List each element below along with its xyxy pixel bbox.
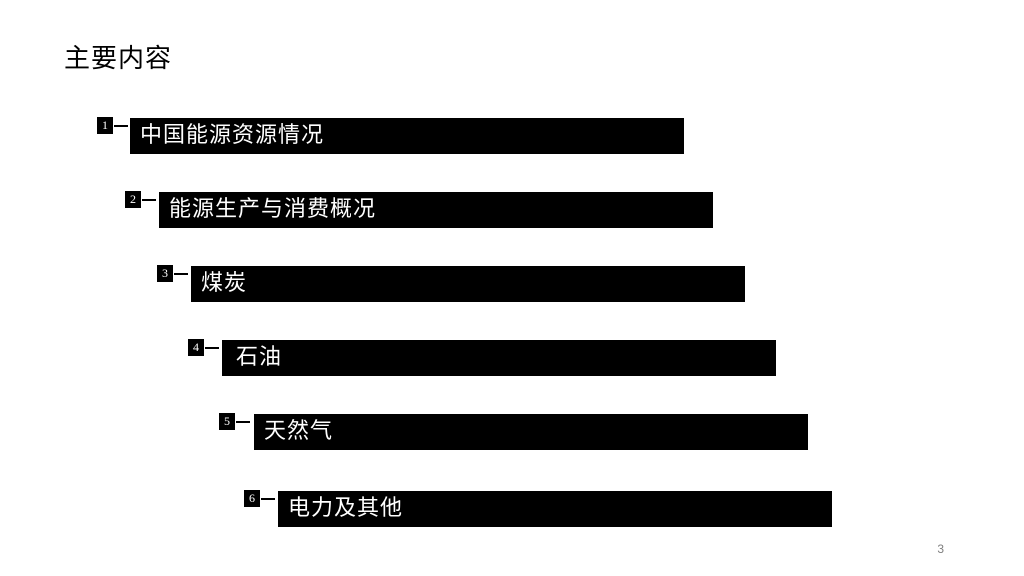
agenda-item-number: 1 [96, 116, 114, 135]
agenda-item-number: 3 [156, 264, 174, 283]
agenda-item-bar: 煤炭 [191, 266, 745, 302]
agenda-connector-line [174, 273, 188, 275]
agenda-connector-line [205, 347, 219, 349]
agenda-item-2: 2 能源生产与消费概况 [124, 190, 713, 230]
agenda-item-bar: 天然气 [254, 414, 808, 450]
agenda-item-1: 1 中国能源资源情况 [96, 116, 684, 156]
agenda-item-number: 5 [218, 412, 236, 431]
agenda-connector-line [261, 498, 275, 500]
agenda-item-label: 能源生产与消费概况 [169, 197, 377, 222]
agenda-item-number: 6 [243, 489, 261, 508]
agenda-item-label: 石油 [236, 345, 283, 370]
agenda-item-label: 天然气 [264, 419, 334, 444]
agenda-connector-line [236, 421, 250, 423]
agenda-item-6: 6 电力及其他 [243, 489, 832, 529]
agenda-item-4: 4 石油 [187, 338, 776, 378]
agenda-item-bar: 中国能源资源情况 [130, 118, 684, 154]
agenda-item-bar: 石油 [222, 340, 776, 376]
agenda-item-number: 4 [187, 338, 205, 357]
agenda-item-number: 2 [124, 190, 142, 209]
agenda-item-label: 中国能源资源情况 [140, 123, 325, 148]
agenda-connector-line [114, 125, 128, 127]
agenda-item-5: 5 天然气 [218, 412, 808, 452]
agenda-item-bar: 能源生产与消费概况 [159, 192, 713, 228]
agenda-item-label: 电力及其他 [288, 496, 404, 521]
page-number: 3 [937, 542, 944, 556]
agenda-item-3: 3 煤炭 [156, 264, 745, 304]
agenda-connector-line [142, 199, 156, 201]
slide-title: 主要内容 [64, 44, 173, 74]
agenda-item-bar: 电力及其他 [278, 491, 832, 527]
agenda-item-label: 煤炭 [201, 271, 248, 296]
